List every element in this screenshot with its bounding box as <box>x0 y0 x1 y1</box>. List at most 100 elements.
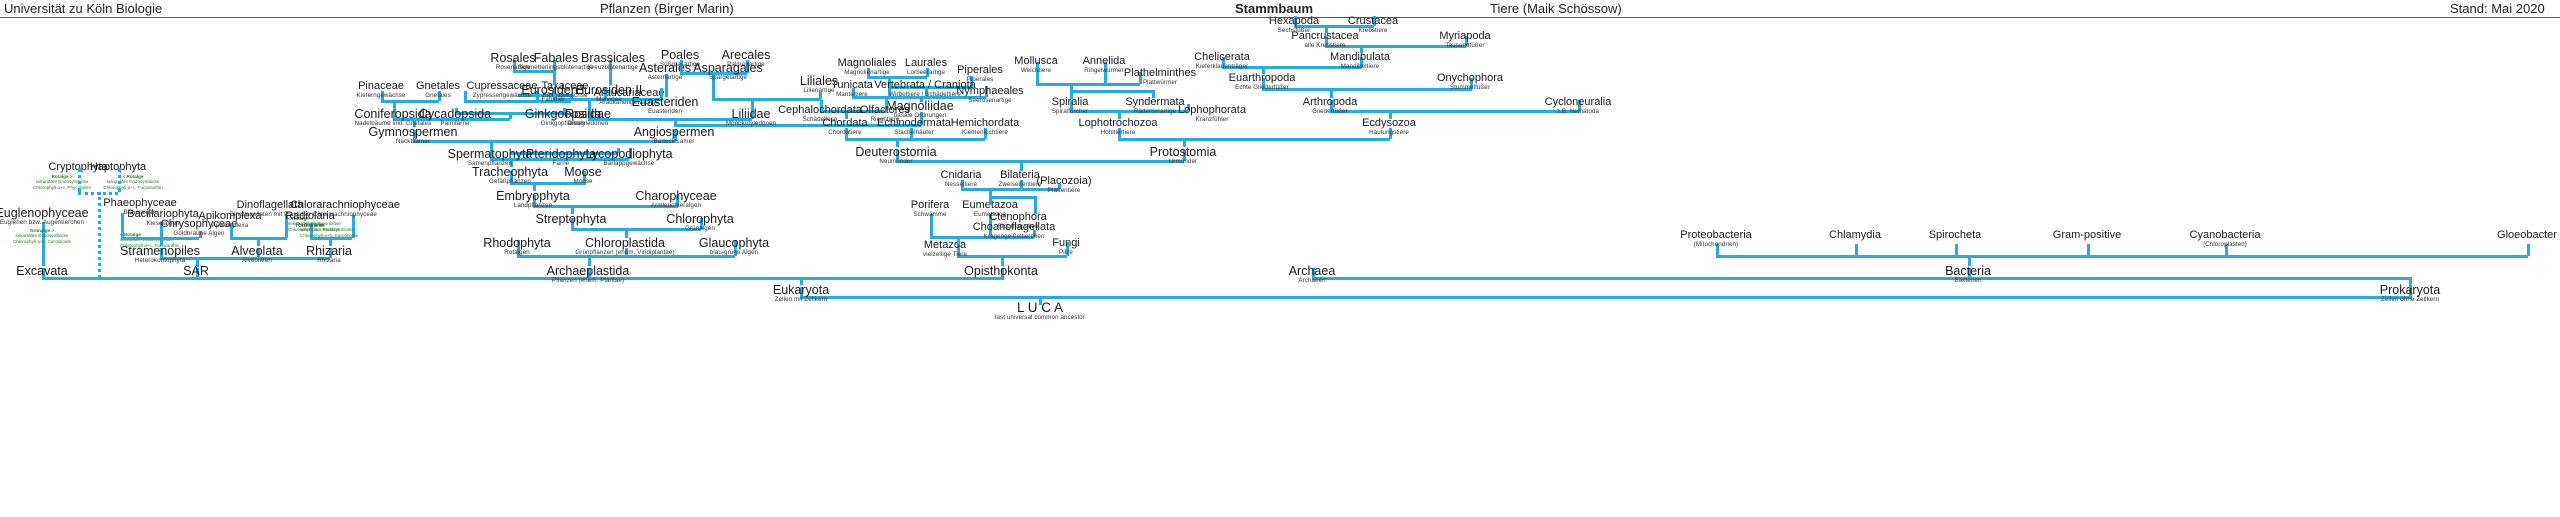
node-sar: SAR <box>183 265 209 278</box>
node-asterales-name: Asterales <box>638 61 692 75</box>
node-syndermata-name: Syndermata <box>1125 96 1185 108</box>
node-chlorarachniophyceae: Chlorarachniophyceae Chlorarachniophycea… <box>290 200 400 219</box>
node-cephalochordata-de: Schädellose <box>802 116 838 123</box>
branch-spiralia-stem <box>1070 90 1073 99</box>
page-title: Stammbaum <box>1235 1 1314 16</box>
branch-olfactores-down <box>885 100 888 111</box>
branch-echinodermata-down <box>910 128 913 139</box>
branch-stramenopiles-down <box>160 248 163 258</box>
branch-eurosiden1-down <box>553 88 556 99</box>
node-plathelminthes-de: Plattwürmer <box>1142 79 1178 86</box>
header-animals: Tiere (Maik Schössow) <box>1490 1 1622 16</box>
node-chlorophyta: Chlorophyta Grünalgen <box>666 213 733 232</box>
node-gnetales: Gnetales Gnetales <box>416 81 460 100</box>
node-ecdysozoa: Ecdysozoa Häutungstiere <box>1362 118 1416 137</box>
node-rhodophyta-name: Rhodophyta <box>483 236 551 250</box>
node-eukaryota: Eukaryota Zellen mit Zellkern <box>773 284 829 303</box>
node-tunicata: Tunicata Manteltiere <box>831 79 873 99</box>
node-olfactores-de: Riechtiere <box>870 116 900 123</box>
node-euarthropoda: Euarthropoda Echte Gliederfüßer <box>1229 73 1296 92</box>
branch-euasteriden-down <box>660 88 663 99</box>
branch-eumetazoa-stem2 <box>989 188 992 197</box>
node-tracheophyta: Tracheophyta Gefäßpflanzen <box>472 166 548 185</box>
branch-stramenopiles-stem2 <box>160 237 163 246</box>
node-spirocheta-name: Spirocheta <box>1928 229 1982 241</box>
branch-asparagales-stem <box>712 72 715 89</box>
branch-bilateria-down <box>1020 180 1023 189</box>
node-eurosiden2-de: Malvidae <box>596 96 622 103</box>
node-charophyceae-name: Charophyceae <box>635 189 717 203</box>
node-liliidae-de: Monokotyledonen <box>725 120 777 127</box>
node-cyanobacteria-de: (Chloroplasten) <box>2203 241 2247 248</box>
node-porifera-de: Schwämme <box>913 211 947 218</box>
node-streptophyta-name: Streptophyta <box>535 212 607 226</box>
branch-fabales-down <box>553 60 556 71</box>
branch-spirocheta-down <box>1955 244 1958 256</box>
node-glaucophyta-name: Glaucophyta <box>698 236 770 250</box>
node-rhizaria: Rhizaria Rhizaria <box>306 245 352 264</box>
branch-araucariaceae-crossbar <box>518 94 571 97</box>
branch-cnidaria-bilateria-crossbar <box>961 188 1059 191</box>
branch-alveolata-down <box>257 248 260 258</box>
node-pancrustacea-name: Pancrustacea <box>1291 30 1359 42</box>
node-tunicata-name: Tunicata <box>831 79 873 91</box>
node-chloroplastida: Chloroplastida Grünpflanzen (ehem. Virid… <box>575 237 674 256</box>
node-spiralia-de: Spiralfurcher <box>1051 108 1089 115</box>
node-ginkgoopsida-de: Ginkgopflanzen <box>540 120 586 127</box>
branch-liliidae-stem <box>751 98 754 109</box>
branch-ctenophora-down <box>1034 196 1037 214</box>
branch-magnoliidae-stem <box>920 96 923 102</box>
header-institution: Universität zu Köln Biologie <box>4 1 163 16</box>
node-ctenophora-de: Rippenquallen <box>997 223 1039 230</box>
branch-nymphaeales-down <box>985 86 988 97</box>
node-annelida-de: Ringelwürmer <box>1084 67 1124 74</box>
node-piperales-de: Piperales <box>966 76 994 83</box>
branch-tunicata-down <box>852 88 855 97</box>
branch-magnoliidae-down <box>920 112 923 125</box>
node-prokaryota: Prokaryota Zellen ohne Zellkern <box>2380 284 2440 303</box>
branch-rosidae-down <box>588 108 591 119</box>
branch-dinoflagellata-down <box>285 215 288 238</box>
branch-rhizaria-crossbar <box>310 237 352 240</box>
branch-poales-arecales-crossbar <box>680 72 747 75</box>
node-crustacea-name: Crustacea <box>1347 15 1399 27</box>
branch-chelicerata-down <box>1222 57 1225 67</box>
node-eumetazoa-de: Eumetazoa <box>973 211 1007 218</box>
branch-bacillariophyta-down <box>160 222 163 238</box>
node-hemichordata-de: Kiemenlochtiere <box>962 129 1008 136</box>
node-porifera: Porifera Schwämme <box>911 200 950 219</box>
branch-pinaceae-down <box>381 91 384 101</box>
node-rosales-de: Rosenartige <box>495 64 531 71</box>
branch-cnidaria-down <box>961 180 964 189</box>
node-lophophorata-name: Lophophorata <box>1178 104 1246 116</box>
branch-ginkgoopsida-down <box>563 108 566 113</box>
node-mandibulata-name: Mandibulata <box>1330 51 1390 63</box>
branch-radiolaria-down <box>310 224 313 238</box>
node-stramenopiles: Stramenopiles Heterokontophyta <box>120 245 200 264</box>
branch-myriapoda-down <box>1465 36 1468 46</box>
node-choanoflagellata: Choanoflagellata Kragengeißeltierchen <box>973 222 1056 241</box>
node-lophophorata: Lophophorata Kranzfühler <box>1178 104 1246 124</box>
branch-embryophyta-down <box>533 195 536 206</box>
branch-moose-down <box>583 171 586 183</box>
node-gnetales-de: Gnetales <box>425 92 451 99</box>
node-arecales-de: Palmenartige <box>727 61 765 68</box>
node-echinodermata-de: Stachelhäuter <box>894 129 934 136</box>
node-myriapoda-name: Myriapoda <box>1439 30 1491 42</box>
node-metazoa-name: Metazoa <box>923 239 967 251</box>
node-fungi-name: Fungi <box>1052 237 1080 249</box>
node-euasteriden-de: Euasteriden <box>647 108 683 115</box>
branch-eukaryota-down <box>800 287 803 297</box>
node-euglenophyceae: Euglenophyceae Euglenen bzw. Augentierch… <box>0 207 89 226</box>
node-embryophyta-de: Landpflanzen <box>513 202 553 209</box>
branch-lophophorata-down <box>1187 104 1190 111</box>
node-ctenophora-name: Ctenophora <box>989 211 1047 223</box>
branch-magnoliidae-children <box>888 96 986 99</box>
node-haptophyta-name: Haptophyta <box>89 161 147 173</box>
node-bacillariophyta-name: Bacillariophyta <box>127 208 199 220</box>
node-cyanobacteria: Cyanobacteria (Chloroplasten) <box>2190 230 2261 249</box>
branch-mollusca-annelida-plathel-crossbar <box>1036 83 1140 86</box>
node-chrysophyceae-name: Chrysophyceae <box>160 218 238 230</box>
